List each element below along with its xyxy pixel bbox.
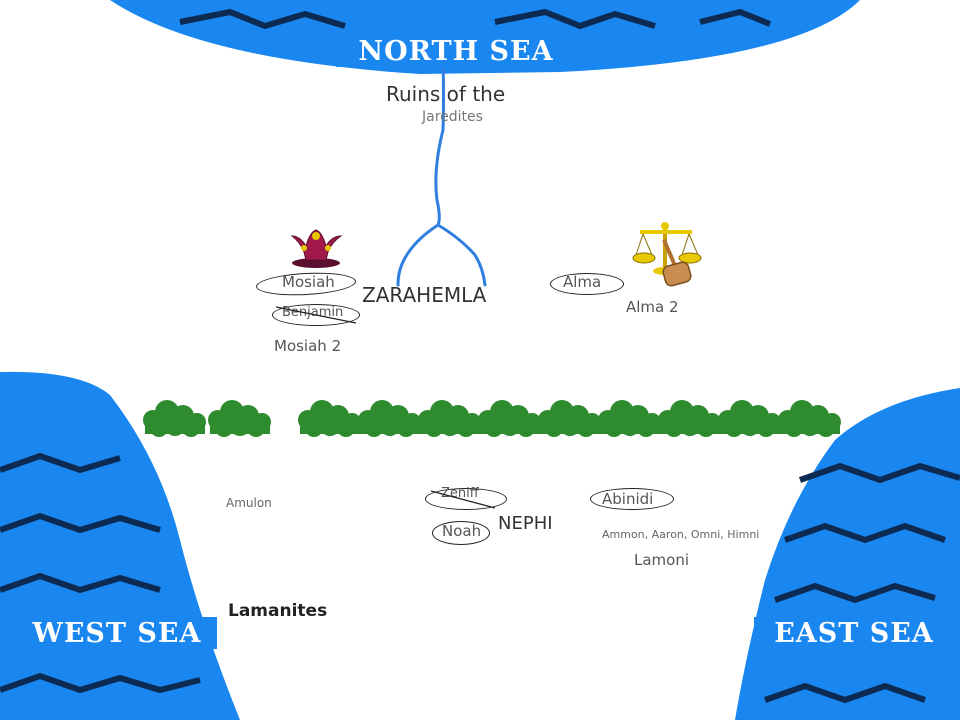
abinidi-circle — [590, 488, 674, 510]
zeniff-label: Zeniff — [441, 486, 479, 501]
forest-strip — [143, 400, 841, 437]
west-sea-waves — [0, 452, 201, 694]
forest-bush — [538, 400, 601, 437]
river-sidon — [396, 58, 487, 287]
scales-of-justice-icon — [632, 222, 702, 287]
forest-bush — [418, 400, 481, 437]
jaredites-label: Jaredites — [422, 109, 483, 125]
benjamin-label: Benjamin — [282, 305, 344, 320]
zeniff-strike — [430, 490, 496, 509]
benjamin-strike — [275, 306, 357, 324]
alma-label: Alma — [563, 273, 602, 291]
alma2-label: Alma 2 — [626, 298, 679, 316]
mosiah-label: Mosiah — [282, 273, 335, 291]
amulon-label: Amulon — [226, 496, 272, 510]
east-sea-label: EAST SEA — [754, 617, 954, 649]
north-sea-label: NORTH SEA — [336, 35, 576, 67]
mosiah2-label: Mosiah 2 — [274, 337, 342, 355]
west-sea-label: WEST SEA — [17, 617, 217, 649]
forest-bush — [718, 400, 781, 437]
forest-bush — [658, 400, 721, 437]
east-sea — [735, 388, 960, 720]
alma-circle — [550, 273, 624, 295]
east-sea-waves — [764, 462, 960, 704]
noah-label: Noah — [442, 522, 482, 540]
forest-bush — [358, 400, 421, 437]
noah-circle — [432, 521, 490, 545]
lamoni-label: Lamoni — [634, 551, 690, 569]
forest-bush — [298, 400, 361, 437]
lamanites-label: Lamanites — [228, 601, 328, 621]
forest-bush — [143, 400, 206, 437]
forest-bush — [208, 400, 271, 437]
forest-bush — [598, 400, 661, 437]
abinidi-label: Abinidi — [602, 490, 654, 508]
ruins-label: Ruins of the — [386, 82, 506, 106]
zeniff-circle — [425, 488, 507, 510]
nephi-label: NEPHI — [498, 513, 553, 534]
crown-icon — [290, 229, 343, 268]
forest-bush — [778, 400, 841, 437]
missionaries-label: Ammon, Aaron, Omni, Himni — [602, 528, 760, 541]
forest-bush — [478, 400, 541, 437]
benjamin-circle — [272, 304, 360, 326]
north-sea-waves — [179, 8, 772, 30]
zarahemla-label: ZARAHEMLA — [362, 283, 487, 307]
